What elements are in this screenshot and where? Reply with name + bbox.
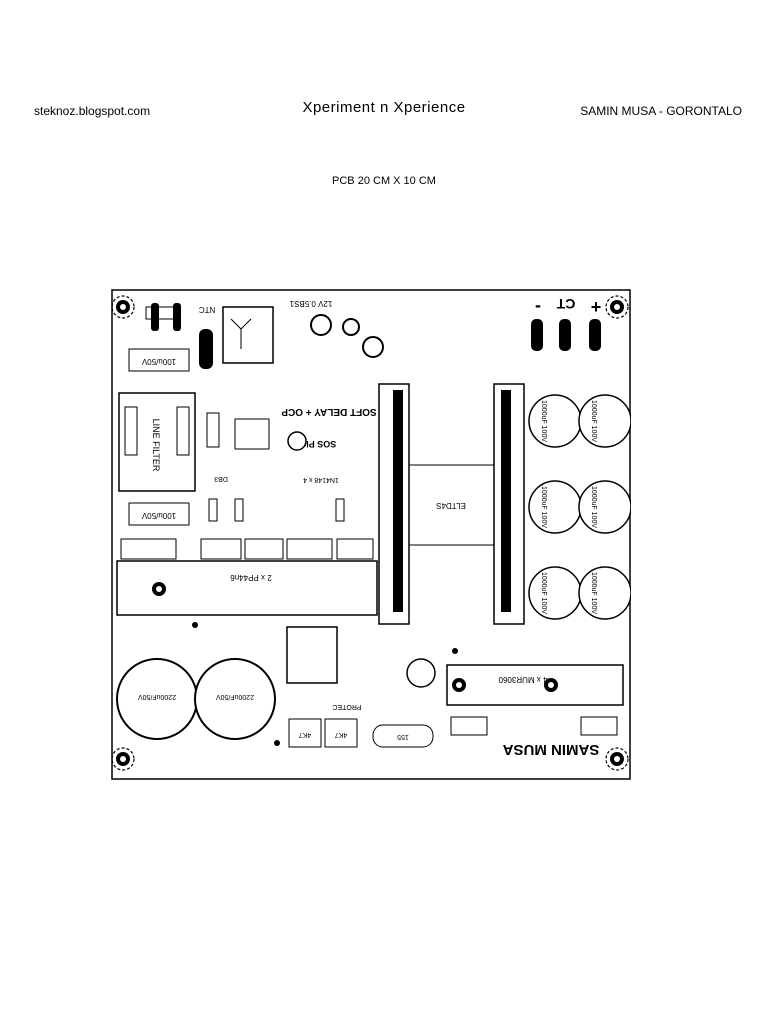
- polarity-minus: -: [535, 295, 541, 315]
- bank-cap-label-4: 1000uF 100V: [590, 486, 597, 528]
- board-author-label: SAMIN MUSA: [503, 741, 600, 758]
- cap-155-label: 155: [397, 733, 409, 740]
- author-credit: SAMIN MUSA - GORONTALO: [580, 104, 742, 118]
- pcb-size-caption: PCB 20 CM X 10 CM: [332, 175, 436, 187]
- big-cap-right-label: 2200uF/50V: [216, 693, 254, 700]
- relay-top: [222, 306, 274, 364]
- relay-label: 12V 0.5BS1: [289, 299, 332, 308]
- bank-cap-label-1: 1000uF 100V: [540, 400, 547, 442]
- protec-label: PROTEC: [332, 703, 361, 710]
- res-4k7-a: 4K7: [299, 731, 312, 738]
- res-4k7-b: 4K7: [335, 731, 348, 738]
- relay-bottom: [286, 626, 338, 684]
- cap-bank: [528, 394, 631, 620]
- polarity-ct: CT: [556, 296, 575, 312]
- mount-hole-bottom-left: [111, 747, 135, 771]
- mount-hole-top-left: [111, 295, 135, 319]
- transformer-label: 2 x PP44n6: [230, 573, 272, 582]
- document-title: Xperiment n Xperience: [302, 99, 466, 116]
- polarity-plus: +: [591, 297, 602, 317]
- mur-diode-bar: [446, 664, 624, 706]
- heatsink-label: ELTD4S: [436, 501, 466, 510]
- module-subtitle: SOS Plus: [296, 439, 337, 449]
- cap-label-top-left: 100u/50V: [141, 357, 176, 366]
- mur-label: 4 x MUR3060: [498, 675, 547, 684]
- site-url: steknoz.blogspot.com: [34, 104, 151, 118]
- ntc-thermistor: [199, 329, 213, 369]
- mount-hole-top-right: [605, 295, 629, 319]
- diode-row-label: 1N4148 x 4: [303, 476, 339, 483]
- bank-cap-label-6: 1000uF 100V: [590, 572, 597, 614]
- bank-cap-label-3: 1000uF 100V: [540, 486, 547, 528]
- cap-label-bottom-left: 100u/50V: [141, 511, 176, 520]
- module-title: SOFT DELAY + OCP: [281, 406, 377, 417]
- pcb-layout-drawing: 100u/50V NTC LINE FILTER 100u/50V 12V 0.…: [111, 289, 631, 780]
- line-filter-label: LINE FILTER: [151, 419, 161, 472]
- bank-cap-label-5: 1000uF 100V: [540, 572, 547, 614]
- mount-hole-bottom-right: [605, 747, 629, 771]
- ntc-label: NTC: [199, 305, 216, 314]
- db3-label: DB3: [214, 475, 228, 482]
- bank-cap-label-2: 1000uF 100V: [590, 400, 597, 442]
- ic-chip: [234, 418, 270, 450]
- big-cap-left-label: 2200uF/50V: [138, 693, 176, 700]
- big-cap-right: [194, 658, 276, 740]
